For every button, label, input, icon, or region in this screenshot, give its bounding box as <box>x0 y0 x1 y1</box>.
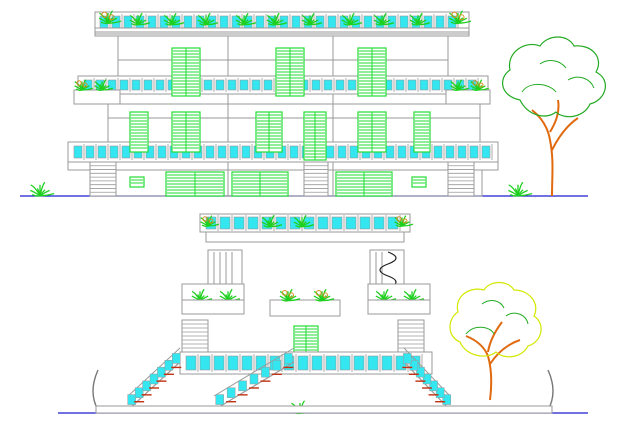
side-top-terrace <box>199 213 414 243</box>
side-middle-planters <box>181 283 431 317</box>
front-lower-windows <box>129 111 431 161</box>
front-side-planters <box>73 79 491 105</box>
front-ground-shrubs <box>30 181 533 197</box>
front-garage-doors <box>129 171 427 197</box>
side-base-slab <box>95 405 553 414</box>
front-top-railing <box>94 11 470 35</box>
side-lower-balustrade <box>179 351 433 375</box>
side-elevation-view <box>58 213 588 415</box>
front-tree <box>502 36 606 197</box>
side-diagonal-stairs <box>126 347 452 411</box>
front-lower-railing <box>67 141 499 163</box>
front-stairs <box>89 161 475 197</box>
front-upper-windows <box>171 47 387 97</box>
side-spiral-stair <box>379 251 397 289</box>
front-top-planters <box>98 10 472 26</box>
side-tree <box>449 281 542 401</box>
front-elevation-view <box>20 10 606 197</box>
